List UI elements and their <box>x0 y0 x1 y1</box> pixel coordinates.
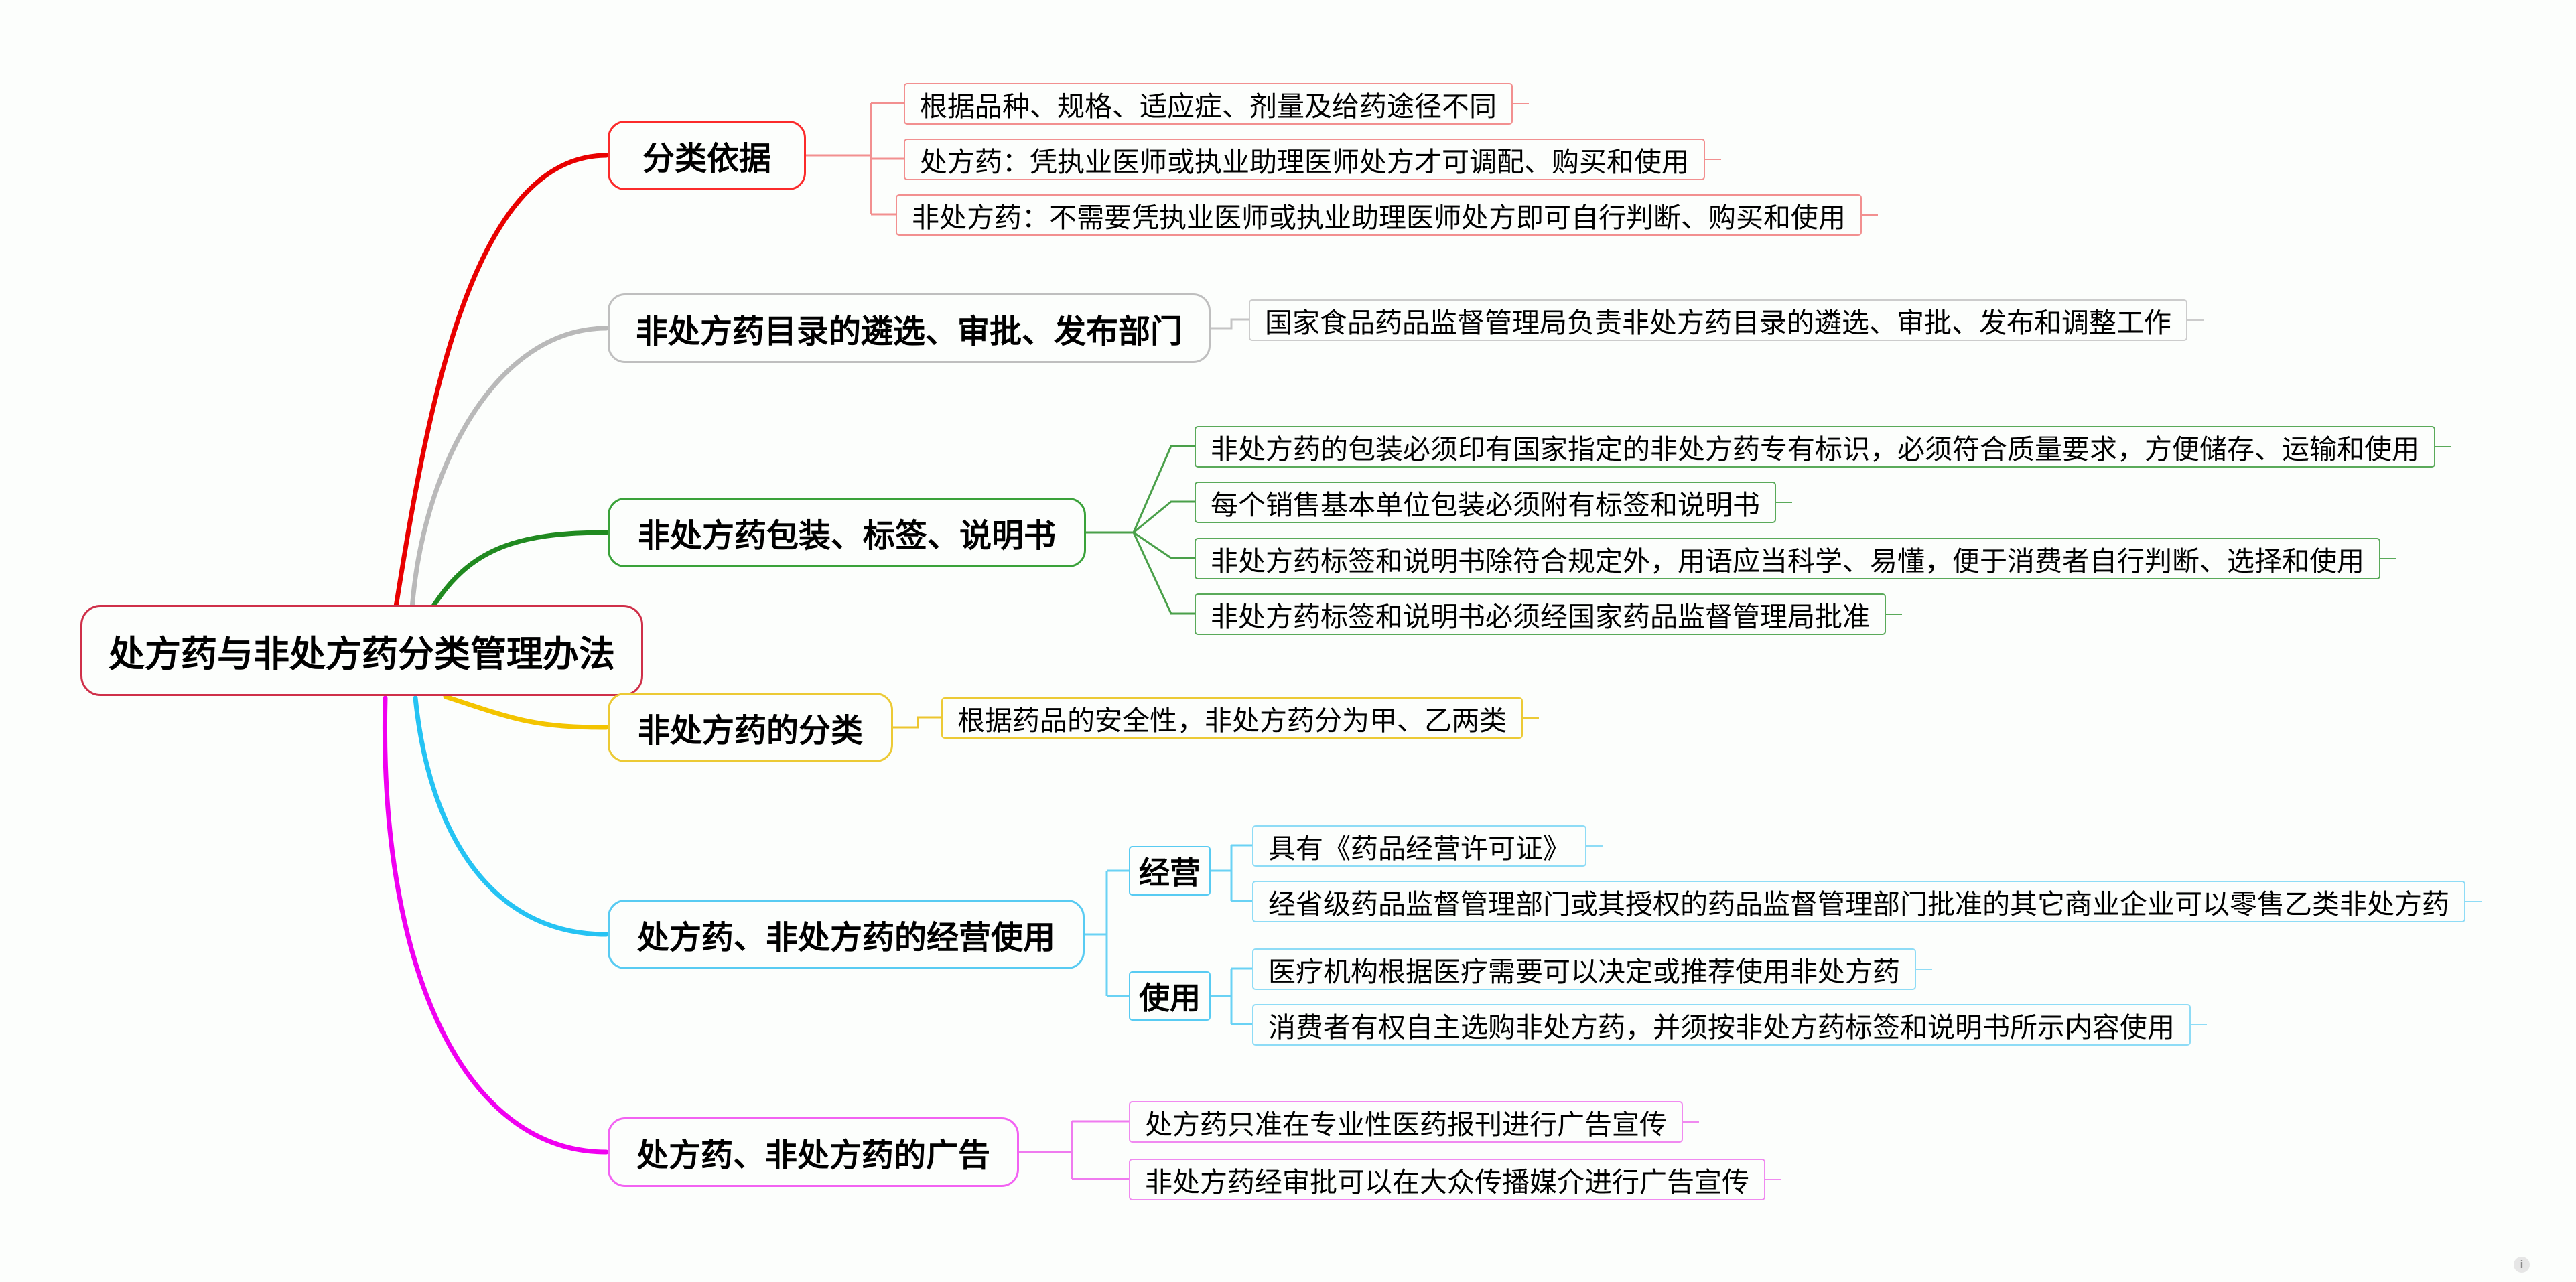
connector-branch-4-children <box>891 716 941 729</box>
connector-branch-1-children <box>794 102 904 216</box>
curve-branch-6 <box>382 695 609 1155</box>
branch-topic-otc-packaging-label[interactable]: 非处方药包装、标签、说明书 <box>608 498 1086 567</box>
leaf-topic[interactable]: 处方药只准在专业性医药报刊进行广告宣传 <box>1129 1101 1699 1143</box>
leaf-topic[interactable]: 非处方药标签和说明书必须经国家药品监督管理局批准 <box>1195 593 1902 635</box>
leaf-topic[interactable]: 每个销售基本单位包装必须附有标签和说明书 <box>1195 482 1792 523</box>
leaf-topic[interactable]: 非处方药标签和说明书除符合规定外，用语应当科学、易懂，便于消费者自行判断、选择和… <box>1195 538 2396 579</box>
curve-branch-4 <box>443 694 609 730</box>
branch-topic-operation-and-use[interactable]: 处方药、非处方药的经营使用 <box>608 900 1085 969</box>
branch-topic-otc-catalog-department[interactable]: 非处方药目录的遴选、审批、发布部门 <box>608 293 1211 363</box>
leaf-topic[interactable]: 处方药：凭执业医师或执业助理医师处方才可调配、购买和使用 <box>904 139 1721 180</box>
sub-topic-operation[interactable]: 经营 <box>1129 846 1211 896</box>
curve-branch-2 <box>409 326 609 612</box>
leaf-topic[interactable]: 具有《药品经营许可证》 <box>1252 825 1603 867</box>
leaf-topic[interactable]: 消费者有权自主选购非处方药，并须按非处方药标签和说明书所示内容使用 <box>1252 1004 2207 1046</box>
branch-topic-otc-classification[interactable]: 非处方药的分类 <box>608 693 893 762</box>
leaf-topic[interactable]: 根据品种、规格、适应症、剂量及给药途径不同 <box>904 83 1529 125</box>
leaf-topic[interactable]: 根据药品的安全性，非处方药分为甲、乙两类 <box>941 697 1539 739</box>
connector-branch-3-children <box>1084 445 1195 615</box>
curve-branch-5 <box>413 695 609 937</box>
curve-branch-3 <box>429 530 609 611</box>
leaf-topic[interactable]: 非处方药：不需要凭执业医师或执业助理医师处方即可自行判断、购买和使用 <box>896 194 1878 236</box>
leaf-topic[interactable]: 非处方药经审批可以在大众传播媒介进行广告宣传 <box>1129 1159 1781 1200</box>
curve-branch-1 <box>393 153 609 614</box>
root-topic[interactable]: 处方药与非处方药分类管理办法 <box>80 605 643 696</box>
connector-branch-6-children <box>1016 1120 1129 1180</box>
connector-branch-2-children <box>1206 318 1249 330</box>
info-watermark-icon: i <box>2514 1257 2530 1273</box>
leaf-topic[interactable]: 非处方药的包装必须印有国家指定的非处方药专有标识，必须符合质量要求，方便储存、运… <box>1195 426 2451 468</box>
leaf-topic[interactable]: 医疗机构根据医疗需要可以决定或推荐使用非处方药 <box>1252 948 1932 990</box>
sub-topic-use[interactable]: 使用 <box>1129 971 1211 1021</box>
branch-topic-classification-basis[interactable]: 分类依据 <box>608 121 806 190</box>
connector-branch-5-children <box>1082 844 1252 1025</box>
branch-topic-advertising[interactable]: 处方药、非处方药的广告 <box>608 1117 1019 1187</box>
leaf-topic[interactable]: 经省级药品监督管理部门或其授权的药品监督管理部门批准的其它商业企业可以零售乙类非… <box>1252 881 2482 922</box>
leaf-topic[interactable]: 国家食品药品监督管理局负责非处方药目录的遴选、审批、发布和调整工作 <box>1249 299 2204 341</box>
